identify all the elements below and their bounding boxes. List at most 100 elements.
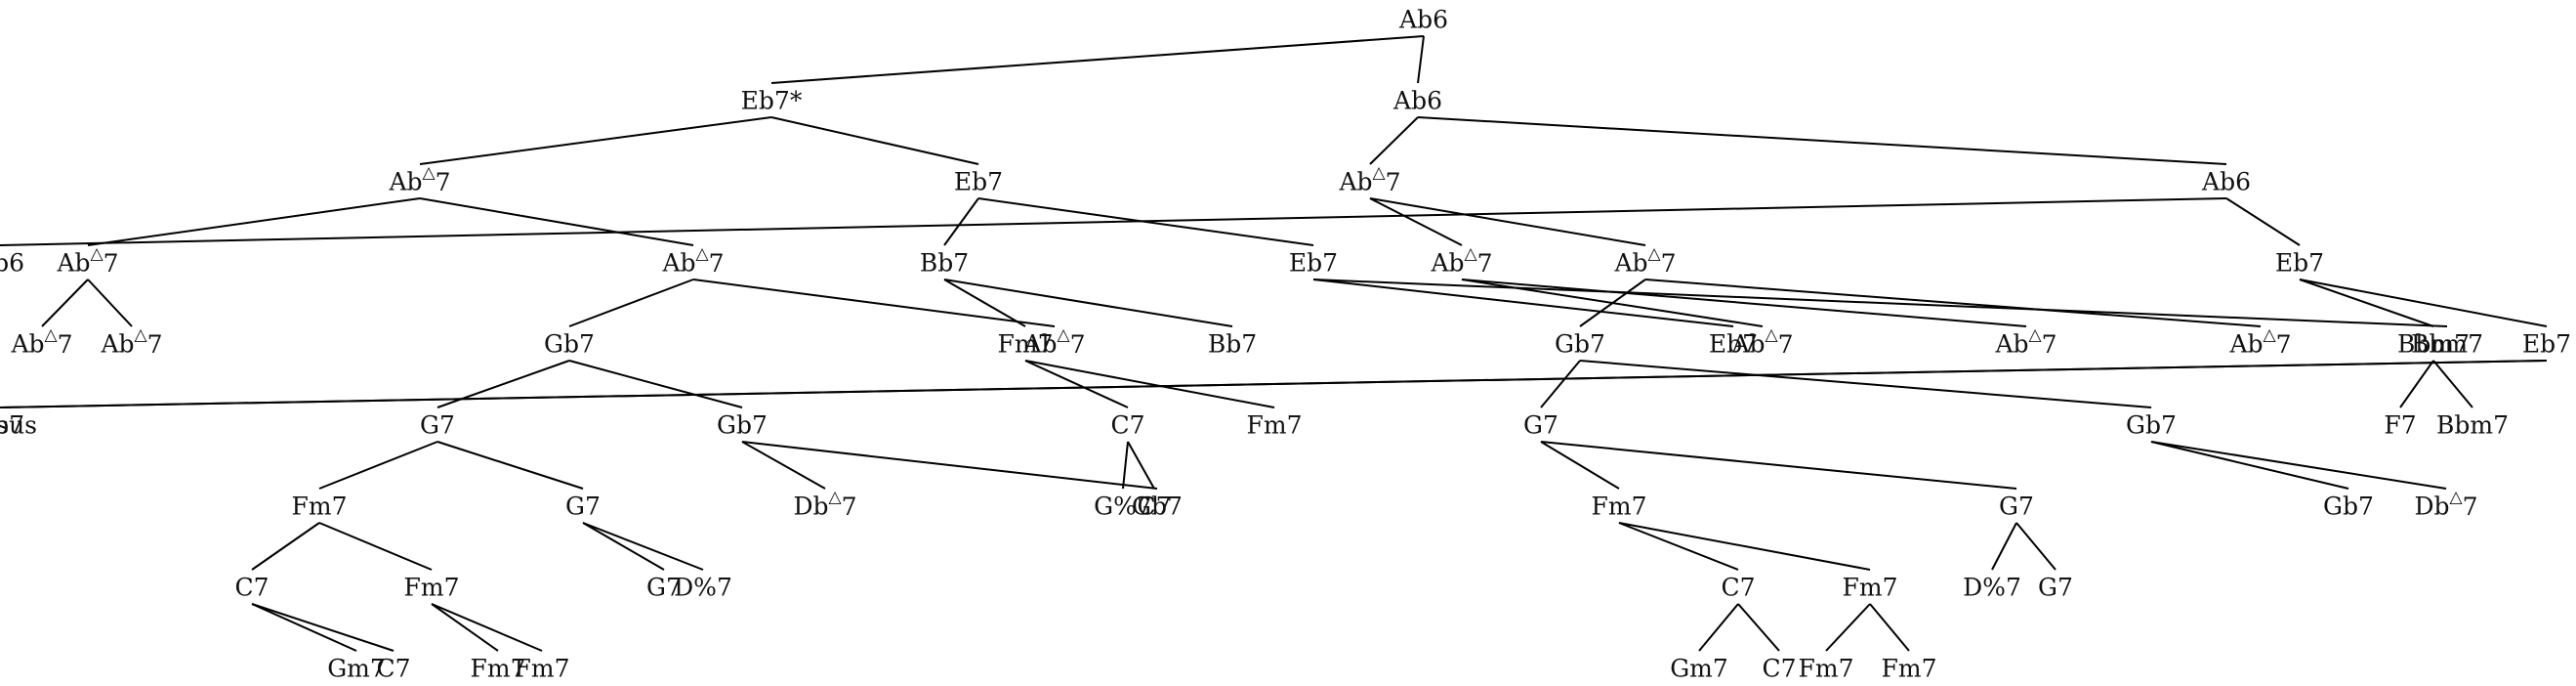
tree-edge: [1540, 441, 1620, 490]
chord-node-c7: C7: [1110, 411, 1144, 440]
tree-edge: [1869, 603, 1910, 652]
tree-edge: [770, 35, 1425, 84]
chord-node-fm7: Fm7: [1592, 493, 1647, 521]
chord-node-ab6: Ab6: [1398, 6, 1448, 34]
tree-edge: [1461, 279, 2027, 327]
chord-node-c7: C7: [1721, 574, 1755, 602]
tree-edge: [1540, 360, 1581, 408]
tree-edge: [582, 522, 665, 571]
chord-node-f7: F7: [2384, 411, 2416, 440]
chord-node-eb7: Eb7: [1709, 330, 1758, 359]
chord-node-ebsus: Ebsus: [0, 411, 37, 440]
tree-edges: [0, 35, 2548, 652]
chord-node-ab-maj7: Ab△7: [388, 163, 450, 196]
tree-edge: [1579, 279, 1646, 327]
chord-node-eb7: Eb7: [1289, 249, 1338, 278]
tree-edge: [431, 603, 499, 652]
chord-node-bbm7: Bbm7: [2397, 330, 2470, 359]
chord-node-eb7: Eb7: [0, 411, 24, 440]
chord-node-bbm7: Bbm7: [2436, 411, 2509, 440]
tree-edge: [2399, 360, 2434, 408]
tree-edge: [1127, 441, 1155, 490]
tree-edge: [741, 441, 1158, 490]
tree-edge: [1122, 441, 1129, 490]
tree-edge: [770, 116, 979, 165]
chord-node-fm7: Fm7: [998, 330, 1054, 359]
chord-node-gm7: Gm7: [327, 655, 386, 683]
chord-node-fm7: Fm7: [1799, 655, 1854, 683]
tree-edge: [692, 279, 1056, 327]
chord-node-g7: G7: [420, 411, 455, 440]
tree-edge: [1369, 116, 1419, 165]
chord-node-gb7: Gb7: [1555, 330, 1605, 359]
tree-edge: [1579, 360, 2152, 408]
chord-node-c7: C7: [376, 655, 410, 683]
chord-node-g7: G7: [565, 493, 601, 521]
chord-node-bb7: Bb7: [920, 249, 969, 278]
tree-edge: [2299, 279, 2434, 327]
tree-edge: [741, 441, 826, 490]
tree-edge: [1991, 522, 2017, 571]
tree-edge: [2150, 441, 2447, 490]
tree-edge: [943, 197, 979, 246]
chord-node-fm7: Fm7: [1247, 411, 1303, 440]
tree-edge: [251, 603, 357, 652]
tree-edge: [1312, 279, 2448, 327]
tree-edge: [0, 360, 2548, 408]
chord-node-fm7: Fm7: [1843, 574, 1898, 602]
chord-node-c7: C7: [1137, 493, 1171, 521]
chord-node-fm7: Fm7: [471, 655, 526, 683]
chord-node-gb7: Gb7: [2126, 411, 2177, 440]
chord-node-ab-maj7: Ab△7: [1022, 325, 1085, 359]
tree-edge: [1417, 35, 1425, 84]
tree-edge: [0, 197, 2227, 246]
chord-node-db-maj7: Db△7: [793, 488, 856, 521]
tree-edge: [436, 360, 570, 408]
chord-node-d-halfdim7: D%7: [1963, 574, 2021, 602]
chord-node-gb7: Gb7: [544, 330, 595, 359]
chord-node-g7: G7: [2038, 574, 2073, 602]
tree-edge: [419, 116, 772, 165]
chord-node-ab-maj7: Ab△7: [56, 244, 118, 278]
chord-node-c7: C7: [234, 574, 269, 602]
tree-edge: [1417, 116, 2227, 165]
tree-edge: [436, 441, 584, 490]
tree-edge: [2150, 441, 2349, 490]
chord-node-ab-maj7: Ab△7: [2228, 325, 2291, 359]
tree-edge: [582, 522, 704, 571]
tree-edge: [2299, 279, 2548, 327]
chord-node-eb7-star: Eb7*: [741, 87, 803, 115]
chord-node-g-halfdim7: G%7: [1094, 493, 1152, 521]
chord-node-bbm7: Bbm7: [2411, 330, 2483, 359]
tree-edge: [251, 522, 320, 571]
chord-node-ab6: Ab6: [2201, 168, 2251, 196]
tree-edge: [1618, 522, 1871, 571]
chord-node-db-maj7: Db△7: [2414, 488, 2477, 521]
tree-edge: [318, 522, 433, 571]
chord-node-fm7: Fm7: [292, 493, 348, 521]
chord-node-ab6: Ab6: [1392, 87, 1442, 115]
tree-edge: [568, 360, 743, 408]
tree-edge: [1369, 197, 1463, 246]
chord-node-ab-maj7: Ab△7: [1613, 244, 1676, 278]
tree-edge: [2015, 522, 2057, 571]
chord-node-ab-maj7: Ab△7: [661, 244, 724, 278]
chord-node-gb7: Gb7: [717, 411, 768, 440]
chord-node-eb7: Eb7: [2275, 249, 2324, 278]
chord-node-g7: G7: [646, 574, 682, 602]
chord-node-g7: G7: [1523, 411, 1558, 440]
chord-node-gb7: Gb7: [1132, 493, 1183, 521]
chord-node-ab-maj7: Ab△7: [1338, 163, 1400, 196]
tree-edge: [1540, 441, 2017, 490]
chord-node-ab6: Ab6: [0, 249, 24, 278]
chord-node-ab-maj7: Ab△7: [1994, 325, 2057, 359]
chord-node-c7: C7: [1762, 655, 1796, 683]
tree-edge: [251, 603, 395, 652]
chord-node-fm7: Fm7: [515, 655, 570, 683]
tree-edge: [41, 279, 89, 327]
tree-edge: [1644, 279, 2262, 327]
chord-node-d-halfdim7: D%7: [674, 574, 732, 602]
tree-edge: [419, 197, 694, 246]
